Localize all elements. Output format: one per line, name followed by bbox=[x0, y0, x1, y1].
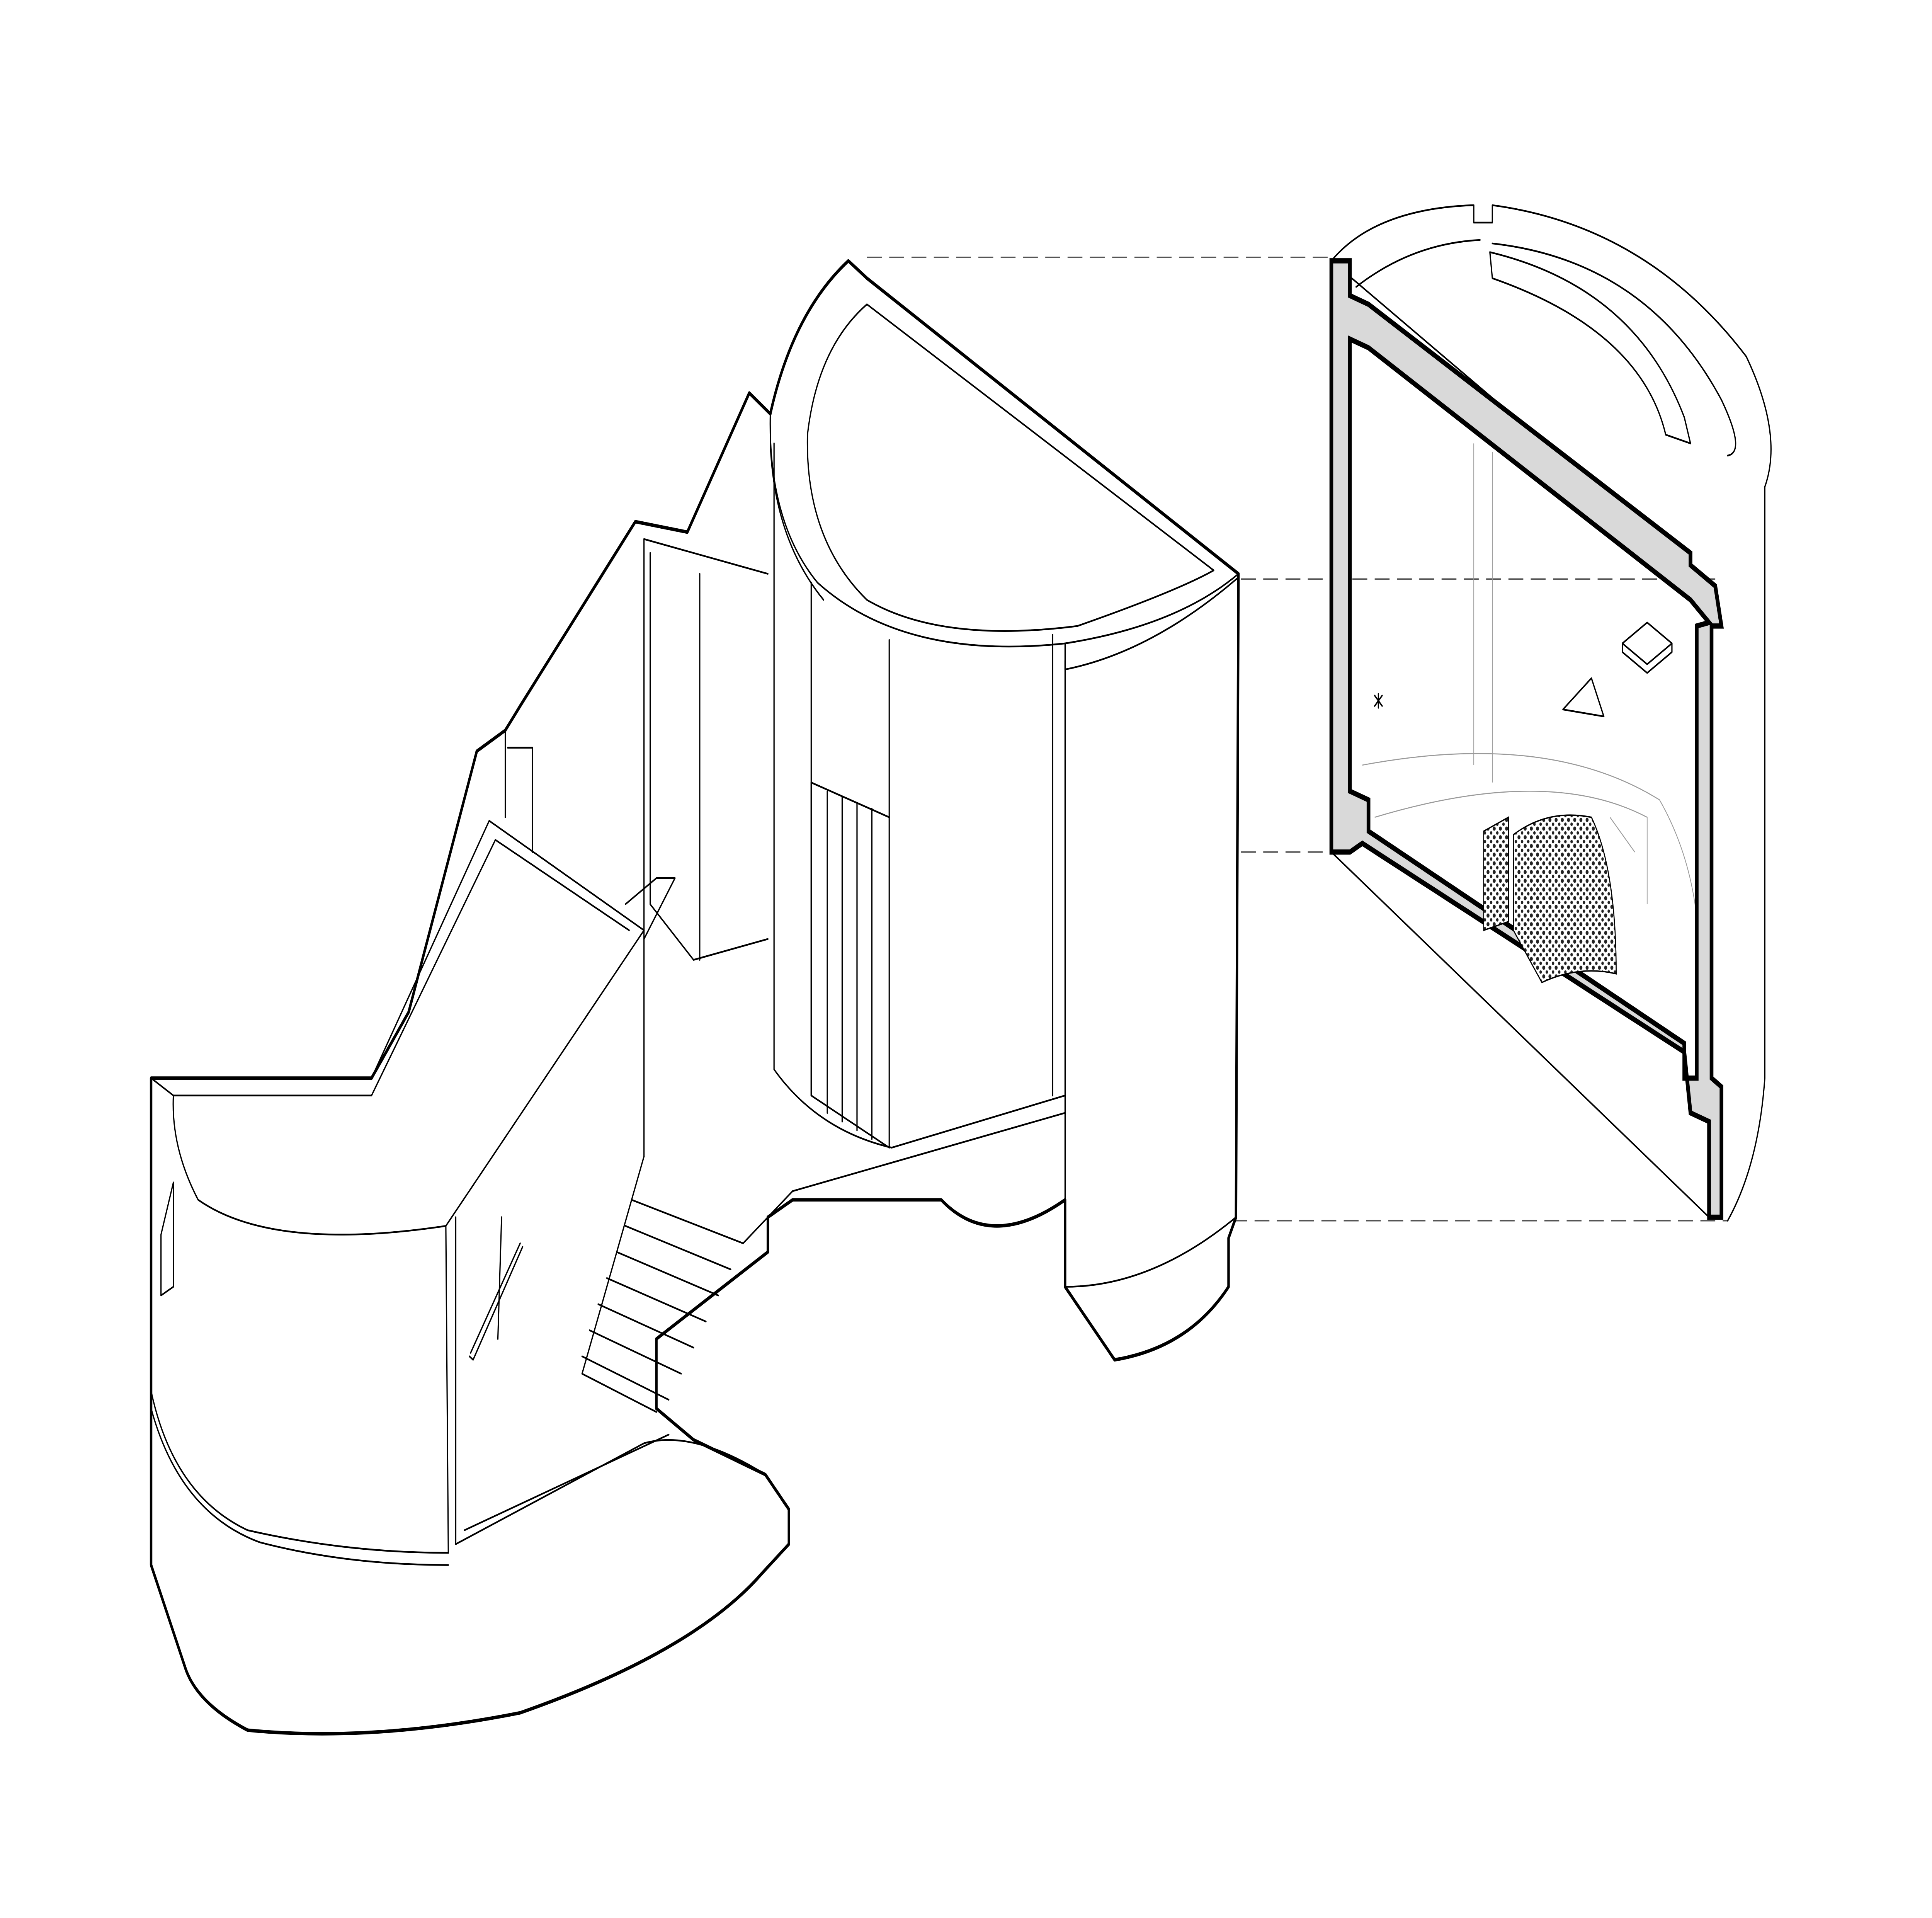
building-axonometric bbox=[150, 259, 1240, 1736]
building-outline bbox=[150, 259, 1240, 1736]
left-planter-top bbox=[150, 820, 645, 1236]
triangle-object bbox=[1562, 677, 1605, 718]
section-cut bbox=[1330, 260, 1710, 1218]
wall-section bbox=[1329, 258, 1724, 1220]
cylinder-outline bbox=[1330, 204, 1772, 1222]
staircase bbox=[455, 1155, 769, 1545]
tower-roof bbox=[806, 303, 1214, 632]
hatched-screen bbox=[1483, 814, 1617, 984]
cross-window bbox=[469, 1216, 524, 1361]
projection-lines bbox=[867, 257, 1728, 1222]
altar-block bbox=[1622, 621, 1673, 674]
section-cylinder bbox=[1329, 204, 1772, 1222]
star-mark-icon bbox=[1374, 693, 1383, 709]
tower-door bbox=[810, 781, 890, 1149]
